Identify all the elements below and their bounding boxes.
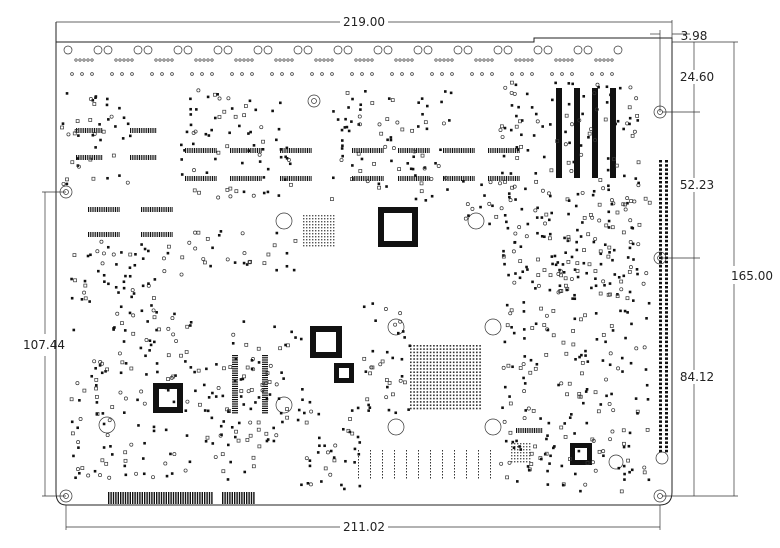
top-connector-row (63, 45, 623, 76)
mounting-hole (59, 185, 73, 199)
mounting-hole (59, 489, 73, 503)
dimension-right-segment-3: 84.12 (680, 370, 714, 384)
bga-grid-large (410, 345, 481, 410)
mounting-hole (307, 94, 321, 108)
dimension-left-height: 107.44 (23, 338, 65, 352)
qfp-chip-middle (310, 326, 342, 358)
mounting-holes (59, 94, 667, 503)
qfp-chip-left (153, 383, 183, 413)
dimension-right-segment-2: 52.23 (680, 178, 714, 192)
dimension-lines (42, 20, 738, 530)
right-pin-column (556, 88, 668, 453)
qfp-chip-small (334, 363, 354, 383)
dimension-bottom-width: 211.02 (343, 520, 385, 534)
qfp-chip-top (378, 207, 418, 247)
bga-grid-small (303, 215, 531, 463)
dimension-top-width: 219.00 (343, 15, 385, 29)
standoff-circles (98, 212, 669, 470)
dimension-right-segment-1: 24.60 (680, 70, 714, 84)
mounting-hole (653, 489, 667, 503)
component-footprints (60, 80, 668, 504)
header-strips (76, 128, 543, 479)
dimension-right-height: 165.00 (731, 269, 773, 283)
scattered-pads (60, 80, 652, 494)
dimension-top-right-offset: 3.98 (681, 29, 708, 43)
bottom-edge-connector (108, 492, 255, 504)
mounting-hole (653, 105, 667, 119)
